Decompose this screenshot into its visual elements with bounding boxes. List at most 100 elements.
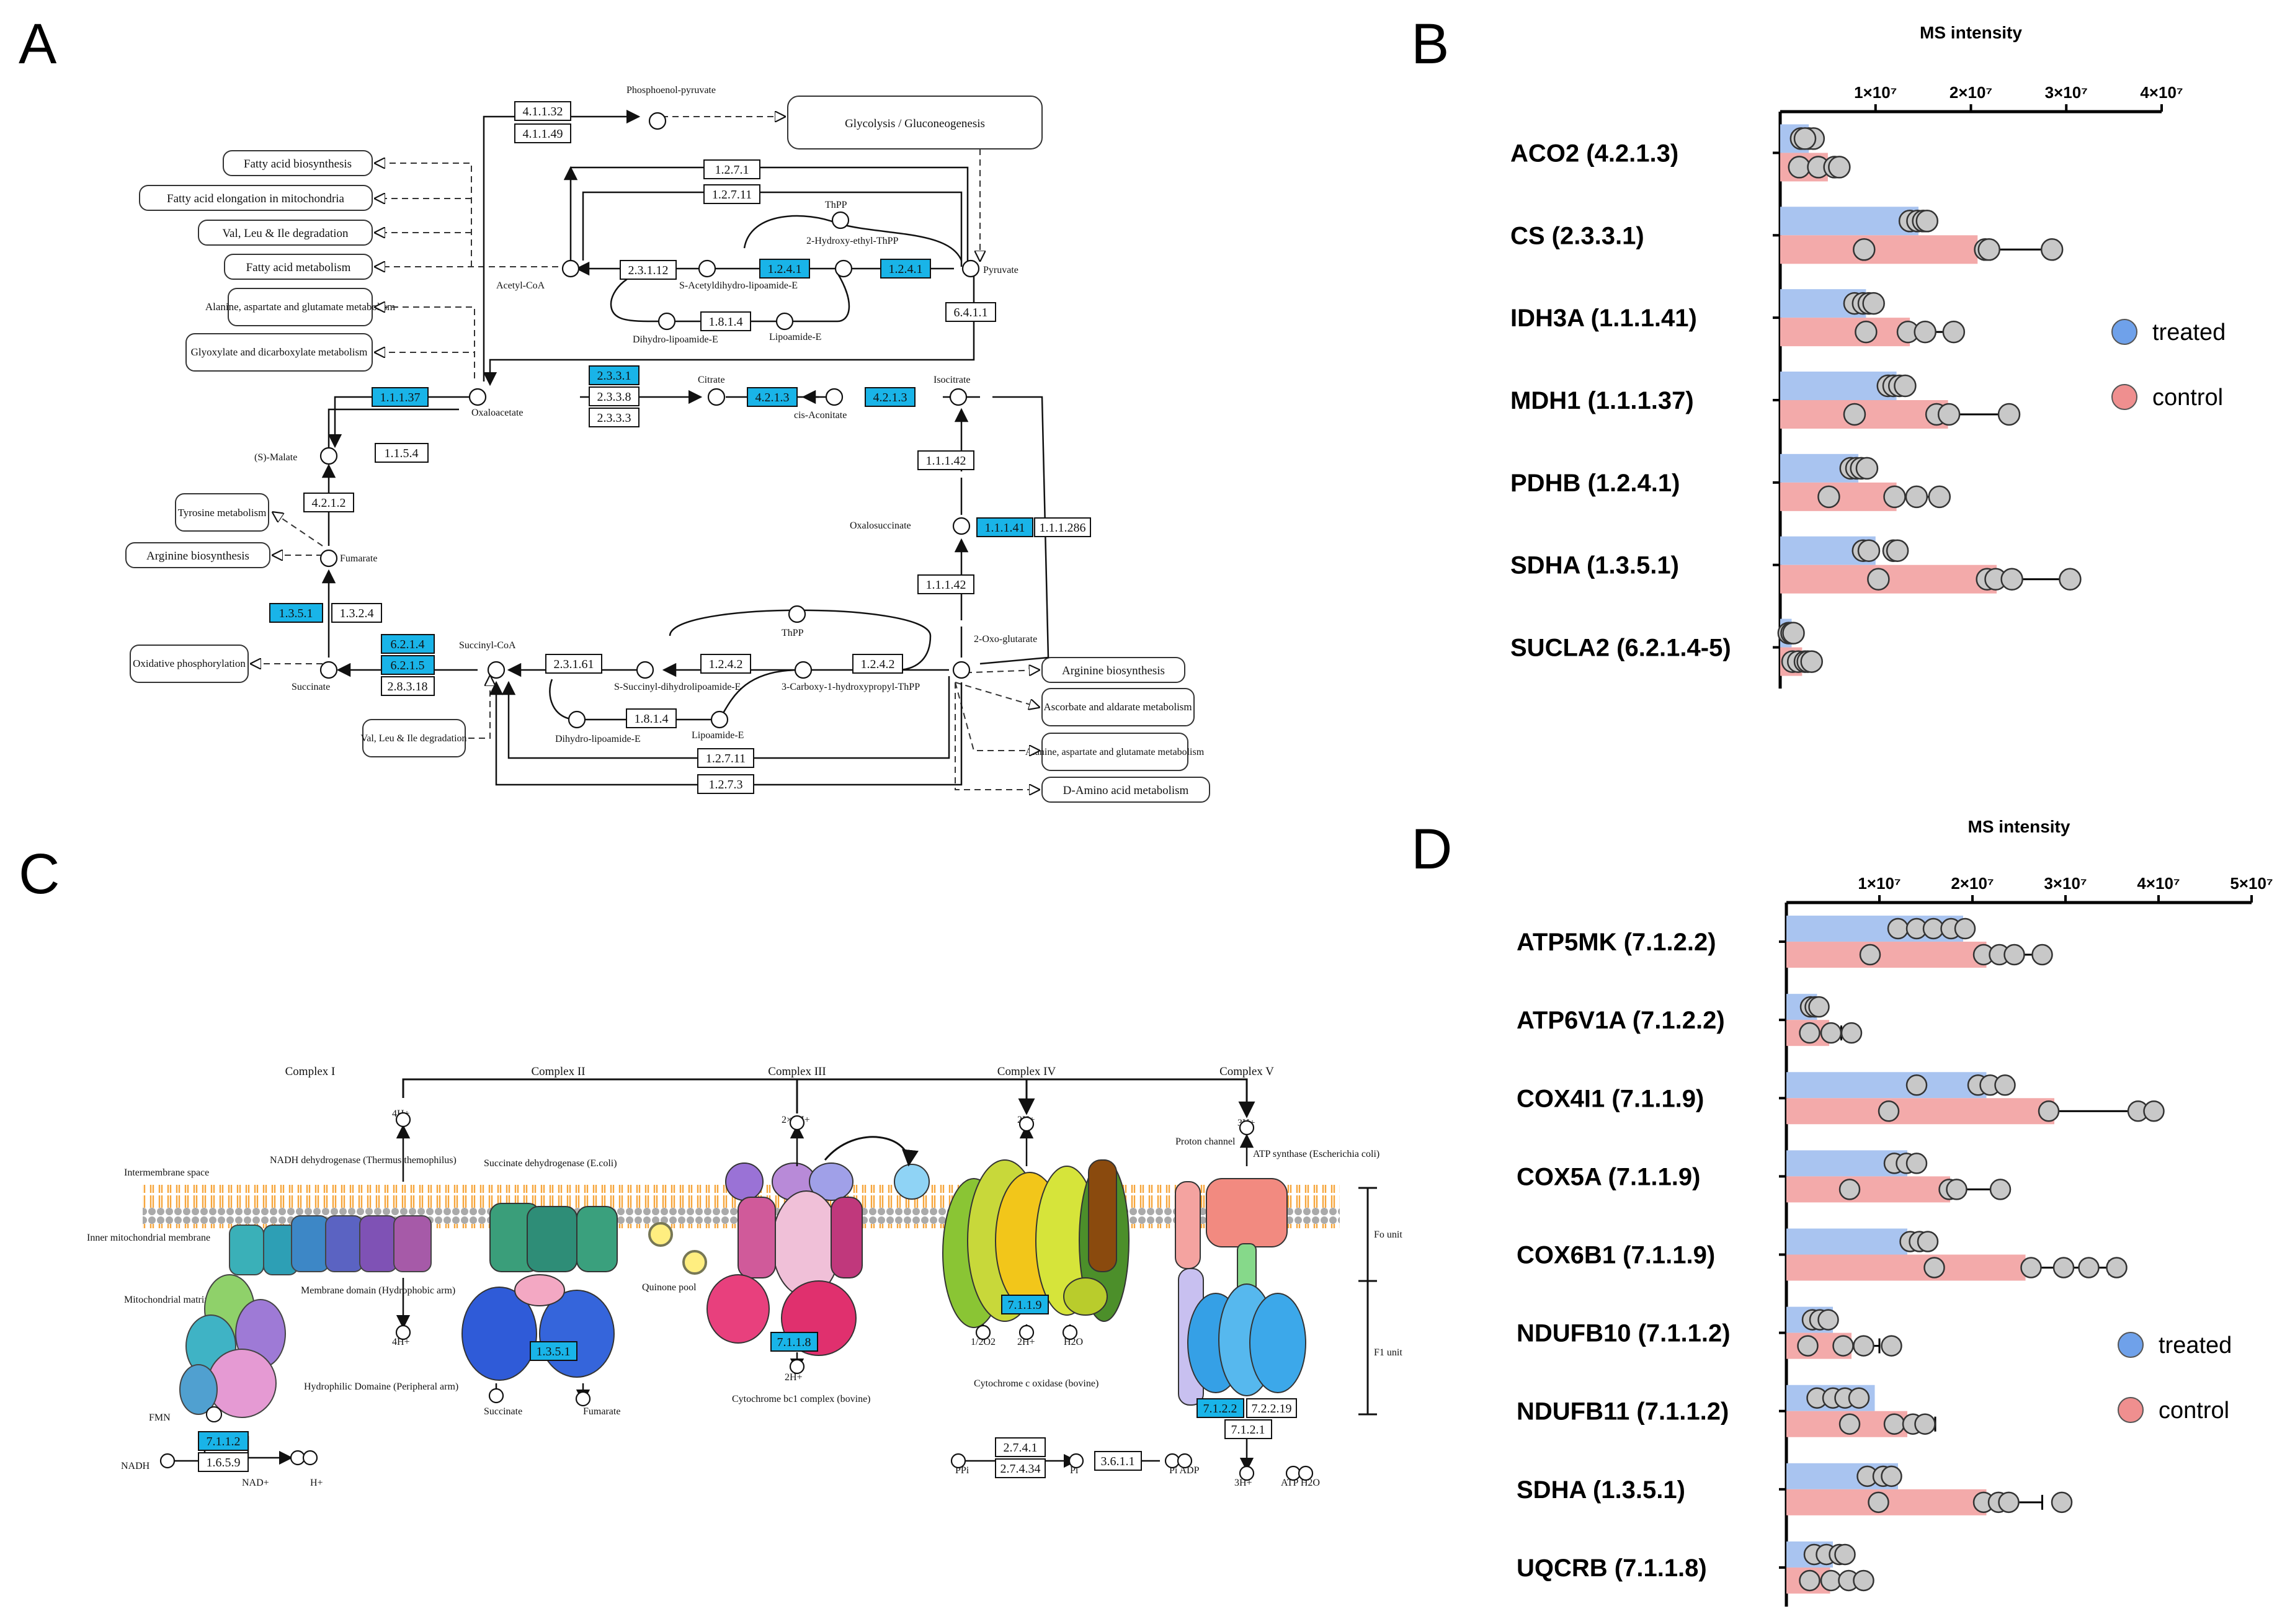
category-label: NDUFB10 (7.1.1.2) <box>1517 1320 1731 1347</box>
metabolite-label-lipoamide: Lipoamide-E <box>769 332 821 342</box>
x-tick-label: 4×10⁷ <box>2140 83 2183 102</box>
label-hydrophilic: Hydrophilic Domaine (Peripheral arm) <box>304 1381 458 1392</box>
ec-label: 1.8.1.4 <box>635 712 669 726</box>
metabolite-malate <box>319 447 338 465</box>
complex-label-5: Complex V <box>1219 1065 1274 1078</box>
ec-label: 4.2.1.2 <box>312 496 346 510</box>
ec-box-highlighted: 4.2.1.3 <box>865 387 916 407</box>
data-point-control <box>1998 1491 2020 1514</box>
ec-box-highlighted: 7.1.2.2 <box>1197 1398 1244 1418</box>
data-point-treated <box>1905 1074 1928 1096</box>
metabolite-acetyl-coa <box>561 259 580 278</box>
data-point-control <box>2003 944 2025 966</box>
panel-label-d: D <box>1411 818 1452 881</box>
data-point-control <box>2038 1100 2060 1122</box>
ec-box-highlighted: 1.2.4.1 <box>759 259 810 279</box>
pathway-label-arg-bio: Arginine biosynthesis <box>146 550 249 563</box>
data-point-control <box>1853 1335 1874 1357</box>
data-point-treated <box>1886 539 1909 562</box>
legend-label-control: control <box>2152 385 2223 411</box>
label-fo: Fo unit <box>1374 1229 1402 1240</box>
pathway-label-fa-elong: Fatty acid elongation in mitochondria <box>167 192 345 205</box>
legend-marker-control <box>2118 1397 2144 1423</box>
category-label: SUCLA2 (6.2.1.4-5) <box>1510 635 1731 662</box>
ec-box: 1.2.4.2 <box>852 654 903 674</box>
bar-control <box>1780 318 1910 347</box>
metabolite-hydroxyethyl <box>834 259 853 278</box>
data-point-control <box>1797 1335 1819 1357</box>
ec-label: 6.4.1.1 <box>954 306 988 319</box>
ec-box: 2.3.3.8 <box>589 386 639 406</box>
pathway-box-glyox <box>185 333 373 372</box>
ec-box-highlighted: 7.1.1.2 <box>198 1431 249 1451</box>
data-point-treated <box>1915 210 1939 233</box>
category-label: COX6B1 (7.1.1.9) <box>1517 1242 1715 1269</box>
metabolite-thpp <box>831 211 850 230</box>
data-point-control <box>1878 1100 1900 1122</box>
ec-label: 1.3.5.1 <box>537 1345 571 1359</box>
data-point-control <box>1928 485 1951 509</box>
legend-label-treated: treated <box>2152 319 2226 346</box>
ec-label: 1.3.5.1 <box>279 607 313 620</box>
ec-box-highlighted: 4.2.1.3 <box>747 387 798 407</box>
pathway-label-oxphos: Oxidative phosphorylation <box>133 658 246 669</box>
ec-label: 4.1.1.32 <box>523 105 563 118</box>
metabolite-dihydro <box>657 312 676 331</box>
data-point-control <box>1881 1335 1902 1357</box>
label-bc1: Cytochrome bc1 complex (bovine) <box>732 1394 871 1404</box>
ec-label: 2.3.1.12 <box>628 264 669 277</box>
ec-label: 7.1.1.9 <box>1008 1298 1042 1312</box>
x-tick-label: 4×10⁷ <box>2137 874 2180 893</box>
ec-label: 2.7.4.1 <box>1004 1441 1038 1455</box>
metabolite-carboxy <box>794 661 813 679</box>
data-point-control <box>1989 1179 2012 1200</box>
ec-label: 1.1.1.42 <box>926 578 966 592</box>
metabolite-label-cis-aconitate: cis-Aconitate <box>794 410 847 421</box>
pathway-label-val-deg: Val, Leu & Ile degradation <box>222 227 349 240</box>
data-point-control <box>1923 1257 1945 1278</box>
ec-box: 4.1.1.49 <box>514 123 571 143</box>
bar-control <box>1786 1176 1950 1203</box>
complex-label-2: Complex II <box>531 1065 585 1078</box>
tca-cycle-diagram: Fatty acid biosynthesis Fatty acid elong… <box>125 85 1210 803</box>
ec-label: 1.1.1.37 <box>380 391 421 404</box>
pathway-box-arg-bio2 <box>1041 657 1185 683</box>
ec-box-highlighted: 1.3.5.1 <box>269 603 323 623</box>
ec-label: 2.8.3.18 <box>388 680 428 694</box>
label-o2: 1/2O2 <box>971 1337 996 1347</box>
complex-5-shape <box>1175 1178 1306 1406</box>
ec-box-highlighted: 6.2.1.5 <box>381 655 435 675</box>
label-atp-h2o: ATP H2O <box>1281 1478 1320 1488</box>
data-point-control <box>1883 485 1906 509</box>
metabolite-label-carboxy: 3-Carboxy-1-hydroxypropyl-ThPP <box>782 682 920 692</box>
x-tick-label: 5×10⁷ <box>2230 874 2273 893</box>
data-point-treated <box>1834 1543 1856 1566</box>
category-label: NDUFB11 (7.1.1.2) <box>1517 1398 1729 1425</box>
ec-box-highlighted: 1.1.1.37 <box>372 387 429 407</box>
ec-box-highlighted: 7.1.1.8 <box>770 1332 818 1352</box>
legend-marker-treated <box>2118 1332 2144 1358</box>
label-atp-synthase: ATP synthase (Escherichia coli) <box>1253 1149 1379 1159</box>
metabolite-dihydro2 <box>568 710 586 729</box>
ec-box: 2.3.1.12 <box>620 260 677 280</box>
metabolite-label-hydroxyethyl: 2-Hydroxy-ethyl-ThPP <box>806 236 899 246</box>
label-fumarate: Fumarate <box>583 1406 620 1417</box>
ec-label: 1.6.5.9 <box>207 1456 241 1470</box>
oxphos-diagram: Complex I Complex II Complex III Complex… <box>87 1065 1402 1488</box>
pathway-label-glyox: Glyoxylate and dicarboxylate metabolism <box>191 346 368 358</box>
x-tick-label: 2×10⁷ <box>1950 83 1992 102</box>
ec-box: 2.3.1.61 <box>545 654 602 674</box>
metabolite-thpp2 <box>788 605 806 623</box>
ec-label: 4.1.1.49 <box>523 127 563 141</box>
ec-box: 2.8.3.18 <box>381 676 435 696</box>
data-point-control <box>1905 485 1928 509</box>
metabolite-label-thpp2: ThPP <box>782 628 804 638</box>
label-pi-adp: Pi ADP <box>1169 1465 1200 1476</box>
metabolite-label-isocitrate: Isocitrate <box>934 375 971 385</box>
ec-box: 2.3.3.3 <box>589 408 639 427</box>
data-point-control <box>1859 944 1881 966</box>
data-point-control <box>1799 1569 1820 1592</box>
label-2h-cox: 2H+ <box>1017 1337 1035 1347</box>
x-tick-label: 1×10⁷ <box>1858 874 1901 893</box>
